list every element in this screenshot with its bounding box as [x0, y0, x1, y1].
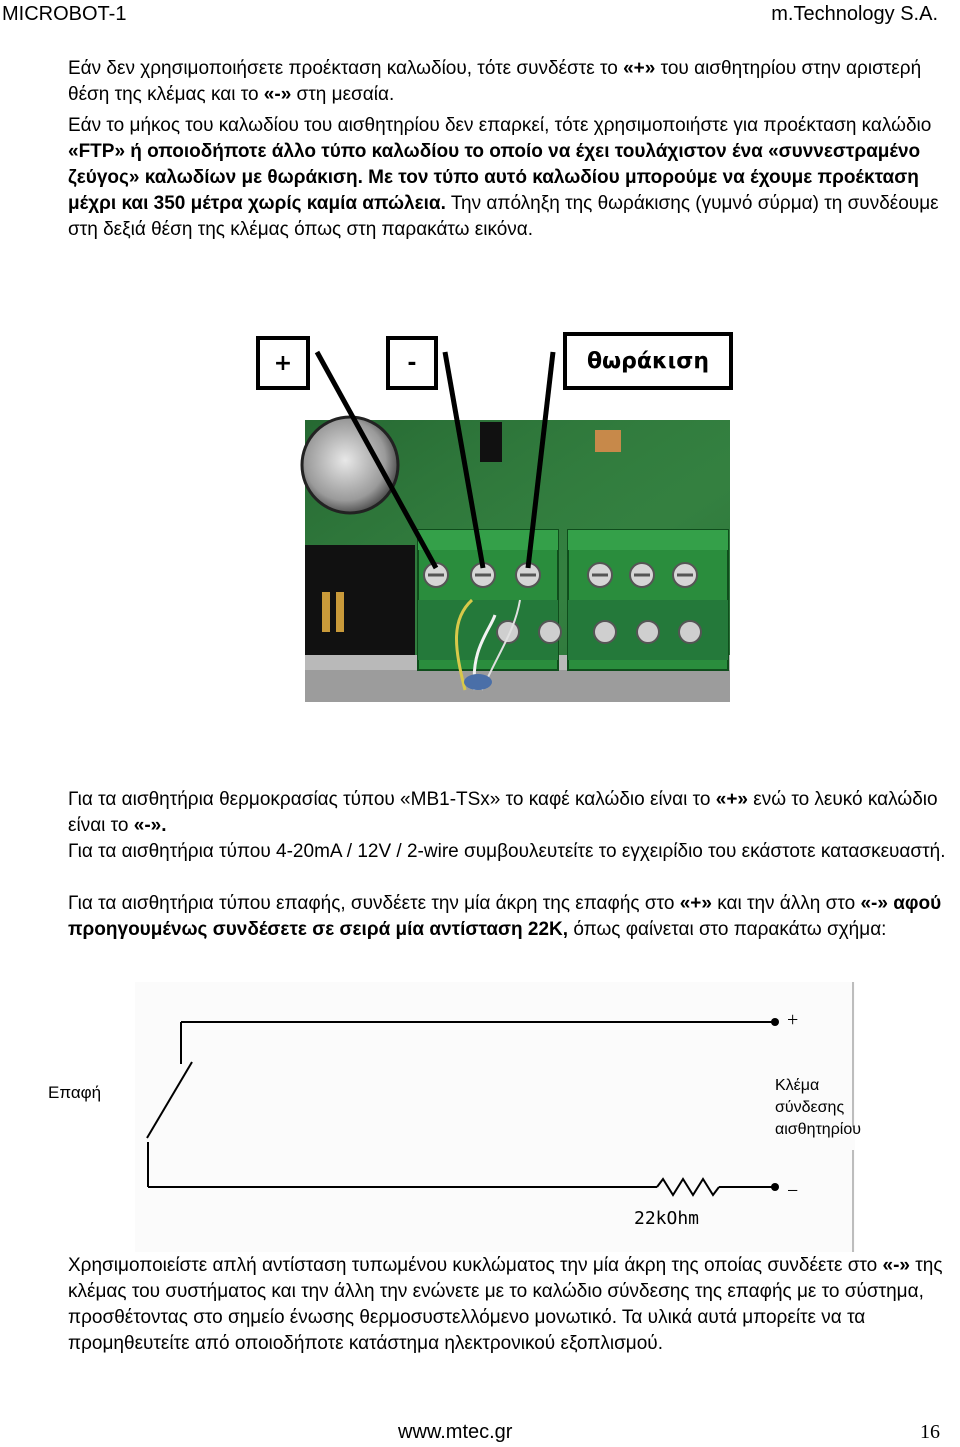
pointer-line-minus — [442, 351, 486, 569]
contact-switch — [146, 1061, 193, 1139]
resistor-label: 22kOhm — [634, 1208, 700, 1229]
label-plus: + — [256, 336, 310, 390]
label-shield: θωράκιση — [563, 332, 733, 390]
pointer-line-shield — [525, 351, 556, 569]
paragraph-resistor-instructions: Χρησιμοποιείστε απλή αντίσταση τυπωμένου… — [68, 1255, 943, 1354]
schematic-drawing — [135, 982, 855, 1252]
capacitor — [300, 415, 400, 515]
footer-website: www.mtec.gr — [398, 1421, 513, 1443]
terminal-minus-dot — [771, 1183, 779, 1191]
contact-schematic: Επαφή + − Κλέμα σύνδεσης αισθητηρίου 22k… — [48, 982, 861, 1252]
connector-block — [305, 545, 415, 655]
header-product: MICROBOT-1 — [2, 3, 127, 25]
pointer-line-plus — [314, 350, 439, 570]
minus-sign: − — [787, 1180, 799, 1202]
paragraph-temp-sensors: Για τα αισθητήρια θερμοκρασίας τύπου «MB… — [68, 789, 938, 836]
terminal-photo-figure: + - θωράκιση — [250, 330, 750, 710]
page-number: 16 — [920, 1421, 940, 1443]
terminal-plus-dot — [771, 1018, 779, 1026]
label-minus: - — [386, 336, 438, 390]
paragraph-4-20ma: Για τα αισθητήρια τύπου 4-20mA / 12V / 2… — [68, 841, 946, 862]
paragraph-extension: Εάν το μήκος του καλωδίου του αισθητηρίο… — [68, 115, 939, 240]
header-company: m.Technology S.A. — [771, 3, 938, 25]
terminal-label: Κλέμα σύνδεσης αισθητηρίου — [775, 1077, 861, 1138]
terminal-block-photo — [300, 350, 730, 702]
contact-label: Επαφή — [48, 1083, 102, 1102]
resistor-symbol — [656, 1177, 720, 1197]
paragraph-no-extension: Εάν δεν χρησιμοποιήσετε προέκταση καλωδί… — [68, 58, 922, 105]
paragraph-contact-sensors: Για τα αισθητήρια τύπου επαφής, συνδέετε… — [68, 893, 942, 940]
plus-sign: + — [787, 1009, 799, 1031]
